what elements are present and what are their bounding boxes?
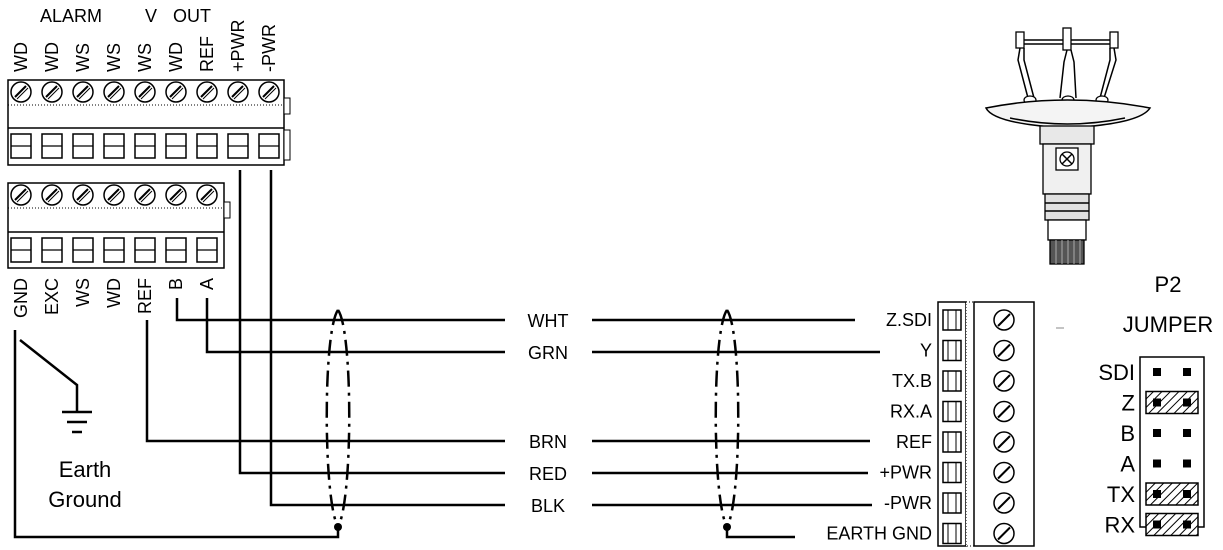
jumper-pin (1183, 398, 1191, 407)
jumper-pin (1183, 368, 1191, 376)
wiring-lines (13, 170, 880, 539)
top-terminal-label: WS (73, 43, 93, 72)
wire-red-left (238, 170, 505, 475)
top-terminal-label: WS (135, 43, 155, 72)
wire-wht-left (175, 298, 505, 322)
ultrasonic-anemometer-icon (984, 27, 1152, 265)
sensor-terminal-label: -PWR (884, 493, 932, 513)
top-block-terminal-labels: WD WD WS WS WS WD REF +PWR -PWR (11, 19, 279, 72)
p2-jumper: P2 JUMPER SDI ZBA TX RX (1098, 272, 1213, 538)
earth-ground-symbol: Earth Ground (19, 339, 122, 512)
jumper-pin (1153, 429, 1161, 437)
jumper-pin (1153, 490, 1161, 498)
terminal-clamp (942, 370, 962, 392)
sensor-terminal-strip (937, 301, 1035, 547)
jumper-pin (1183, 490, 1191, 498)
sensor-terminal-label: Y (920, 341, 932, 361)
top-terminal-label: WD (166, 42, 186, 72)
top-terminal-label: REF (197, 36, 217, 72)
earth-ground-label-line1: Earth (59, 457, 112, 482)
jumper-row-label: TX (1107, 482, 1135, 507)
wire-earth-return (13, 330, 340, 539)
jumper-row-label: A (1120, 452, 1135, 477)
terminal-clamp (942, 339, 962, 362)
wire-brn-left (145, 320, 505, 443)
top-terminal-label: +PWR (228, 19, 248, 72)
lower-terminal-label: EXC (42, 278, 62, 315)
sensor-terminal-label: Z.SDI (886, 310, 932, 330)
jumper-pin (1183, 520, 1191, 529)
jumper-pin (1153, 520, 1161, 529)
top-terminal-label: WD (42, 42, 62, 72)
jumper-pin (1153, 398, 1161, 407)
sensor-terminal-label: RX.A (890, 402, 932, 422)
jumper-row-label: B (1120, 421, 1135, 446)
top-block-header: ALARM V OUT (40, 6, 211, 26)
p2-subtitle: JUMPER (1123, 312, 1213, 337)
top-terminal-label: WD (11, 42, 31, 72)
wire-color-label: BRN (529, 432, 567, 452)
terminal-clamp (942, 431, 962, 453)
jumper-row-label: RX (1104, 513, 1135, 538)
top-terminal-label: -PWR (259, 24, 279, 72)
lower-terminal-label: REF (135, 278, 155, 314)
cable-shield-right (714, 309, 740, 531)
jumper-pin (1183, 429, 1191, 437)
wire-color-label: RED (529, 464, 567, 484)
lower-terminal-label: B (166, 278, 186, 290)
jumper-shunt (1145, 482, 1199, 506)
terminal-clamp (942, 400, 962, 423)
lower-terminal-label: A (197, 278, 217, 290)
jumper-row-label: SDI (1098, 360, 1135, 385)
wire-color-label: BLK (531, 496, 565, 516)
jumper-row-label: Z (1122, 391, 1135, 416)
wire-color-label: WHT (528, 311, 569, 331)
wire-sensor-earth (725, 527, 795, 539)
earth-ground-label-line2: Ground (48, 487, 121, 512)
jumper-pin (1153, 459, 1161, 468)
jumper-shunt (1145, 512, 1199, 537)
terminal-clamp (942, 492, 962, 514)
top-terminal-label: WS (104, 43, 124, 72)
jumper-pin (1183, 459, 1191, 468)
wire-color-labels: WHT GRN BRN RED BLK (528, 311, 569, 516)
terminal-clamp (942, 522, 962, 545)
lower-terminal-label: GND (11, 278, 31, 318)
wire-blk-left (269, 170, 505, 507)
wire-color-label: GRN (528, 343, 568, 363)
lower-terminal-label: WS (73, 278, 93, 307)
lower-terminal-block (7, 182, 231, 269)
alarm-group-label: ALARM (40, 6, 102, 26)
terminal-clamp (942, 461, 962, 484)
sensor-terminal-label: REF (896, 432, 932, 452)
p2-title: P2 (1155, 272, 1182, 297)
cable-shield-left (325, 309, 351, 531)
sensor-terminal-labels: Z.SDI Y TX.B RX.A REF +PWR -PWR EARTH GND (826, 310, 932, 544)
sensor-terminal-label: +PWR (879, 463, 932, 483)
sensor-terminal-label: TX.B (892, 371, 932, 391)
jumper-pin (1153, 368, 1161, 376)
top-terminal-block (7, 79, 291, 166)
terminal-clamp (942, 309, 962, 331)
wire-grn-left (205, 298, 505, 354)
sensor-terminal-label: EARTH GND (826, 524, 932, 544)
jumper-shunt (1145, 390, 1199, 415)
out-group-label: OUT (173, 6, 211, 26)
v-group-label: V (145, 6, 157, 26)
lower-terminal-label: WD (104, 278, 124, 308)
